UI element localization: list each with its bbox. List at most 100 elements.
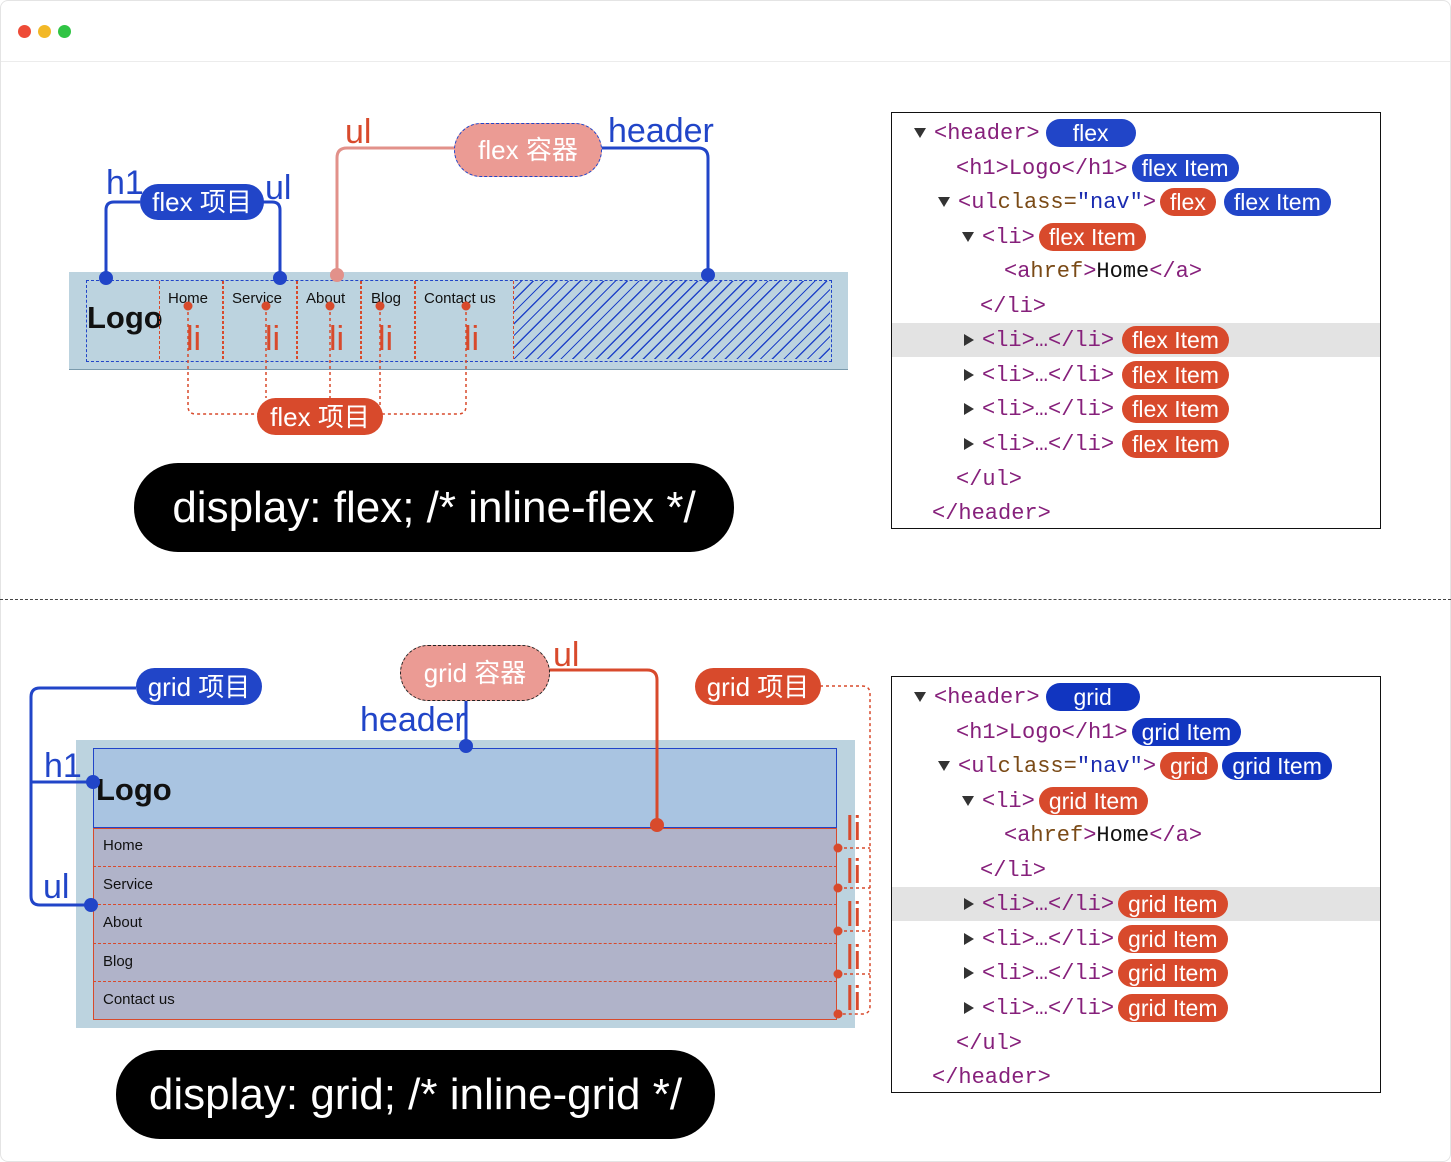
grid-code-banner: display: grid; /* inline-grid */ bbox=[116, 1050, 715, 1139]
flex-nav-contact[interactable]: Contact us bbox=[424, 290, 496, 307]
grid-container-pill: grid 容器 bbox=[400, 645, 550, 701]
dt-li-collapsed: <li>…</li> bbox=[982, 362, 1115, 388]
dt-tag-ul: <ul bbox=[958, 189, 998, 215]
dt-badge-grid-item-ul[interactable]: grid Item bbox=[1222, 752, 1332, 780]
dt-badge-grid-item[interactable]: grid Item bbox=[1118, 959, 1228, 987]
dt-flex-li-collapsed-3[interactable]: <li>…</li> flex Item bbox=[892, 392, 1380, 426]
grid-li-1 bbox=[93, 828, 837, 867]
dt-badge-flex-item[interactable]: flex Item bbox=[1122, 326, 1229, 354]
grid-label-h1: h1 bbox=[44, 747, 82, 785]
dt-flex-li-line[interactable]: <li> flex Item bbox=[892, 220, 1380, 254]
dt-li-collapsed: <li>…</li> bbox=[982, 891, 1115, 917]
grid-item-pill-left: grid 项目 bbox=[136, 668, 262, 705]
minimize-dot-icon[interactable] bbox=[38, 25, 51, 38]
grid-nav-contact[interactable]: Contact us bbox=[103, 991, 175, 1008]
dt-tag-header-close: </header> bbox=[932, 500, 1051, 526]
dt-badge-flex[interactable]: flex bbox=[1045, 119, 1136, 147]
dt-grid-li-collapsed-4[interactable]: <li>…</li> grid Item bbox=[892, 991, 1380, 1025]
expand-triangle-icon[interactable] bbox=[938, 197, 950, 207]
collapse-triangle-icon[interactable] bbox=[964, 1002, 974, 1014]
grid-nav-blog[interactable]: Blog bbox=[103, 953, 134, 970]
expand-triangle-icon[interactable] bbox=[962, 796, 974, 806]
dt-bracket: > bbox=[1083, 822, 1097, 848]
dt-flex-li-close-line: </li> bbox=[892, 289, 1380, 323]
collapse-triangle-icon[interactable] bbox=[964, 403, 974, 415]
grid-li-4 bbox=[93, 944, 837, 982]
dt-h1-code: <h1>Logo</h1> bbox=[956, 155, 1128, 181]
dt-badge-grid-item[interactable]: grid Item bbox=[1131, 718, 1242, 746]
dt-grid-ul-line[interactable]: <ul class= "nav" > grid grid Item bbox=[892, 749, 1380, 783]
dt-li-collapsed: <li>…</li> bbox=[982, 431, 1115, 457]
collapse-triangle-icon[interactable] bbox=[964, 967, 974, 979]
dt-grid-li-collapsed-3[interactable]: <li>…</li> grid Item bbox=[892, 956, 1380, 990]
dt-badge-flex-item-li[interactable]: flex Item bbox=[1038, 223, 1146, 251]
flex-nav-home[interactable]: Home bbox=[168, 290, 209, 307]
dt-grid-li-close-line: </li> bbox=[892, 853, 1380, 887]
flex-free-space-hatch bbox=[514, 281, 830, 359]
grid-h1-box bbox=[93, 748, 837, 828]
grid-item-pill-right: grid 项目 bbox=[695, 668, 821, 705]
grid-nav-about[interactable]: About bbox=[103, 914, 143, 931]
dt-badge-flex-item-ul[interactable]: flex Item bbox=[1223, 188, 1331, 216]
dt-badge-grid[interactable]: grid bbox=[1045, 683, 1140, 711]
collapse-triangle-icon[interactable] bbox=[964, 898, 974, 910]
dt-badge-flex-item[interactable]: flex Item bbox=[1122, 395, 1229, 423]
dt-grid-h1-line[interactable]: <h1>Logo</h1> grid Item bbox=[892, 715, 1380, 749]
flex-li-1 bbox=[159, 281, 223, 359]
dt-badge-grid-ul[interactable]: grid bbox=[1160, 752, 1219, 780]
dt-flex-a-line[interactable]: <a href>Home</a> bbox=[892, 254, 1380, 288]
dt-flex-li-collapsed-1[interactable]: <li>…</li> flex Item bbox=[892, 323, 1380, 357]
grid-ul-box bbox=[93, 828, 837, 1020]
flex-header-content-box bbox=[86, 280, 832, 362]
dt-h1-code: <h1>Logo</h1> bbox=[956, 719, 1128, 745]
dt-badge-flex-item[interactable]: flex Item bbox=[1131, 154, 1239, 182]
flex-nav-service[interactable]: Service bbox=[232, 290, 283, 307]
dt-grid-li-collapsed-2[interactable]: <li>…</li> grid Item bbox=[892, 922, 1380, 956]
flex-item-pill-top: flex 项目 bbox=[140, 184, 264, 220]
close-dot-icon[interactable] bbox=[18, 25, 31, 38]
dt-badge-flex-item[interactable]: flex Item bbox=[1122, 361, 1229, 389]
dt-li-collapsed: <li>…</li> bbox=[982, 396, 1115, 422]
maximize-dot-icon[interactable] bbox=[58, 25, 71, 38]
expand-triangle-icon[interactable] bbox=[914, 128, 926, 138]
dt-flex-header-line[interactable]: <header> flex bbox=[892, 116, 1380, 150]
grid-li-label-2: li bbox=[846, 853, 862, 891]
expand-triangle-icon[interactable] bbox=[914, 692, 926, 702]
dt-flex-ul-line[interactable]: <ul class= "nav" > flex flex Item bbox=[892, 185, 1380, 219]
dt-badge-grid-item[interactable]: grid Item bbox=[1118, 890, 1228, 918]
dt-grid-header-line[interactable]: <header> grid bbox=[892, 680, 1380, 714]
dt-tag-ul-close: </ul> bbox=[956, 466, 1023, 492]
dt-flex-li-collapsed-4[interactable]: <li>…</li> flex Item bbox=[892, 427, 1380, 461]
grid-nav-service[interactable]: Service bbox=[103, 876, 154, 893]
dt-tag-li-close: </li> bbox=[980, 293, 1047, 319]
expand-triangle-icon[interactable] bbox=[938, 761, 950, 771]
collapse-triangle-icon[interactable] bbox=[964, 438, 974, 450]
dt-grid-a-line[interactable]: <a href>Home</a> bbox=[892, 818, 1380, 852]
dt-grid-li-line[interactable]: <li> grid Item bbox=[892, 784, 1380, 818]
collapse-triangle-icon[interactable] bbox=[964, 334, 974, 346]
dt-badge-flex-item[interactable]: flex Item bbox=[1122, 430, 1229, 458]
dt-flex-li-collapsed-2[interactable]: <li>…</li> flex Item bbox=[892, 358, 1380, 392]
grid-logo: Logo bbox=[96, 772, 172, 807]
dt-tag-header-close: </header> bbox=[932, 1064, 1051, 1090]
dt-bracket: > bbox=[1142, 753, 1157, 779]
dt-grid-li-collapsed-1[interactable]: <li>…</li> grid Item bbox=[892, 887, 1380, 921]
dt-badge-grid-item[interactable]: grid Item bbox=[1118, 994, 1228, 1022]
collapse-triangle-icon[interactable] bbox=[964, 369, 974, 381]
dt-badge-grid-item[interactable]: grid Item bbox=[1118, 925, 1228, 953]
dt-text-home: Home bbox=[1096, 822, 1150, 848]
flex-nav-about[interactable]: About bbox=[306, 290, 346, 307]
flex-logo: Logo bbox=[87, 300, 163, 335]
collapse-triangle-icon[interactable] bbox=[964, 933, 974, 945]
flex-devtools-panel: <header> flex <h1>Logo</h1> flex Item <u… bbox=[891, 112, 1381, 529]
dt-badge-flex-ul[interactable]: flex bbox=[1160, 188, 1216, 216]
expand-triangle-icon[interactable] bbox=[962, 232, 974, 242]
dt-li-collapsed: <li>…</li> bbox=[982, 960, 1115, 986]
flex-label-ul-top: ul bbox=[345, 113, 372, 151]
dt-tag-li-close: </li> bbox=[980, 857, 1047, 883]
dt-flex-h1-line[interactable]: <h1>Logo</h1> flex Item bbox=[892, 151, 1380, 185]
dt-badge-grid-item-li[interactable]: grid Item bbox=[1038, 787, 1149, 815]
dt-tag-a-close: </a> bbox=[1149, 822, 1203, 848]
dt-bracket: > bbox=[1142, 189, 1157, 215]
grid-nav-home[interactable]: Home bbox=[103, 837, 144, 854]
